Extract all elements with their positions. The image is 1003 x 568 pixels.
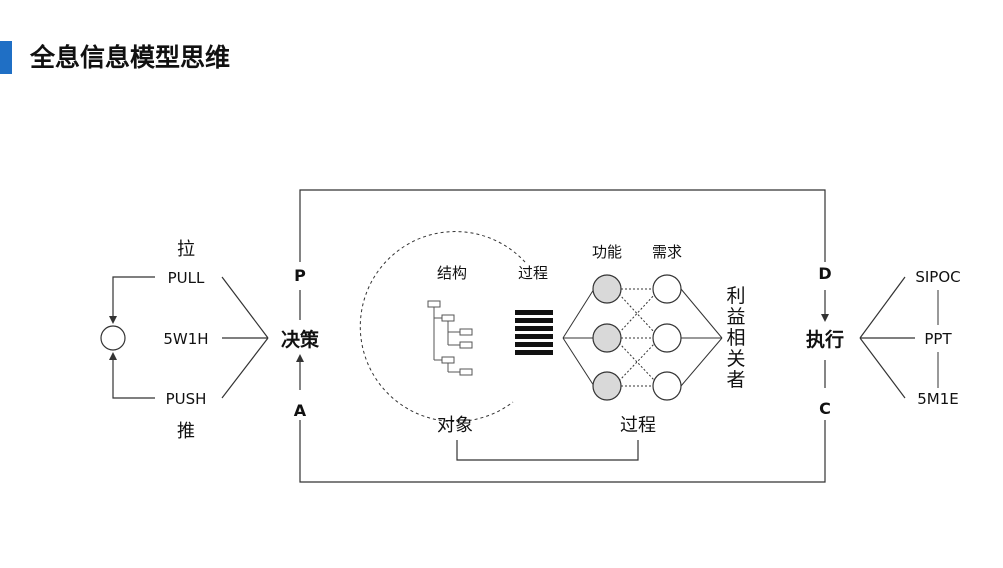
push-arrow (109, 352, 155, 399)
tree-structure-icon (427, 300, 473, 376)
function-label: 功能 (592, 243, 622, 261)
function-node-3 (592, 371, 622, 401)
5m1e-label: 5M1E (917, 390, 959, 408)
demand-node-1 (652, 274, 682, 304)
pull-en-label: PULL (168, 269, 205, 287)
push-en-label: PUSH (166, 390, 207, 408)
pull-connector (221, 276, 269, 339)
ppt-label: PPT (924, 330, 952, 348)
network-dashed-links (618, 288, 656, 387)
5m1e-connector (859, 337, 906, 399)
execution-top-letter: D (818, 264, 831, 283)
loop-circle (100, 325, 126, 351)
stakeholders-char-5: 者 (726, 369, 745, 391)
process-bars-icon (515, 310, 553, 355)
pull-arrow (109, 276, 155, 324)
demand-nodes (652, 274, 682, 401)
decision-top-letter: P (294, 266, 306, 285)
frame-bottom (299, 420, 826, 483)
execution-label: 执行 (806, 328, 844, 351)
process-top-label: 过程 (518, 264, 548, 282)
demand-label: 需求 (652, 243, 682, 261)
demand-node-3 (652, 371, 682, 401)
structure-label: 结构 (437, 264, 467, 282)
title-accent-bar (0, 41, 12, 74)
stakeholders-char-4: 关 (726, 348, 745, 370)
5w1h-label: 5W1H (163, 330, 208, 348)
network-links (562, 288, 723, 387)
demand-node-2 (652, 323, 682, 353)
push-connector (221, 337, 269, 399)
function-node-1 (592, 274, 622, 304)
function-nodes (592, 274, 622, 401)
object-dashed-arc (359, 231, 526, 423)
stakeholders-char-1: 利 (726, 285, 745, 307)
execution-bottom-letter: C (819, 399, 831, 418)
stakeholders-char-3: 相 (726, 327, 745, 349)
object-process-bracket (456, 440, 639, 461)
pull-cn-label: 拉 (177, 239, 195, 260)
push-cn-label: 推 (177, 421, 195, 442)
process-bottom-label: 过程 (620, 415, 656, 436)
decision-label: 决策 (281, 328, 320, 351)
stakeholders-label: 利 益 相 关 者 (726, 285, 745, 391)
object-label: 对象 (437, 415, 473, 436)
frame-top (299, 189, 826, 262)
sipoc-connector (859, 276, 906, 339)
function-node-2 (592, 323, 622, 353)
decision-bottom-letter: A (294, 401, 307, 420)
page-title: 全息信息模型思维 (30, 43, 231, 72)
sipoc-label: SIPOC (915, 268, 960, 286)
stakeholders-char-2: 益 (726, 306, 745, 328)
